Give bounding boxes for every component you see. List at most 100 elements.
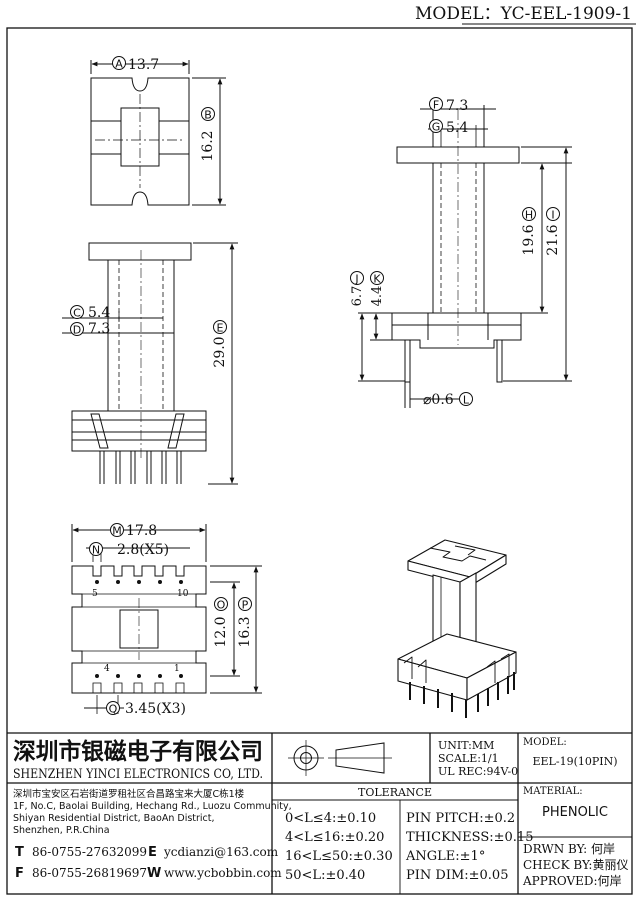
svg-text:J: J xyxy=(354,273,358,286)
tolerance-left-1: 0<L≤4:±0.10 xyxy=(285,811,376,826)
top-view xyxy=(90,60,226,206)
svg-text:16.2: 16.2 xyxy=(200,130,216,161)
svg-text:F: F xyxy=(15,866,24,881)
svg-text:F: F xyxy=(433,99,439,112)
svg-text:6.7: 6.7 xyxy=(350,286,365,307)
svg-text:D: D xyxy=(73,324,81,337)
svg-text:Q: Q xyxy=(109,703,118,716)
approved-by: APPROVED:何岸 xyxy=(522,874,622,888)
svg-text:W: W xyxy=(147,866,161,881)
dim-c: C 5.4 xyxy=(70,305,110,321)
svg-text:7.3: 7.3 xyxy=(88,321,110,337)
drawn-by: DRWN BY: 何岸 xyxy=(523,842,615,856)
company-name-en: SHENZHEN YINCI ELECTRONICS CO, LTD. xyxy=(13,767,263,782)
contact-tel: T 86-0755-27632099 xyxy=(15,845,147,860)
dim-o: O 12.0 xyxy=(213,597,229,648)
title-block xyxy=(7,732,632,894)
pin-number-5: 5 xyxy=(92,589,98,599)
pin-number-10: 10 xyxy=(177,589,189,599)
address-line-1: 深圳市宝安区石岩街道罗租社区合昌路宝来大厦C栋1楼 xyxy=(13,788,245,800)
dim-h: H 19.6 xyxy=(521,207,537,256)
tolerance-left-2: 4<L≤16:±0.20 xyxy=(285,830,384,845)
svg-text:A: A xyxy=(115,58,123,71)
svg-text:I: I xyxy=(551,209,554,222)
dim-g: G 5.4 xyxy=(429,119,468,136)
svg-text:P: P xyxy=(242,599,249,612)
svg-text:12.0: 12.0 xyxy=(213,616,229,647)
contact-email: E ycdianzi@163.com xyxy=(148,845,279,860)
ul-rec-label: UL REC:94V-0 xyxy=(438,765,518,778)
svg-text:H: H xyxy=(525,209,533,222)
tolerance-right-3: ANGLE:±1° xyxy=(405,849,485,864)
svg-text:G: G xyxy=(432,121,441,134)
tolerance-left-3: 16<L≤50:±0.30 xyxy=(285,849,393,864)
model-label: MODEL: xyxy=(523,737,567,748)
model-header: MODEL：YC-EEL-1909-1 xyxy=(415,4,632,24)
tolerance-right-4: PIN DIM:±0.05 xyxy=(406,868,508,883)
address-line-2: 1F, No.C, Baolai Building, Hechang Rd., … xyxy=(13,801,292,812)
svg-text:2.8(X5): 2.8(X5) xyxy=(117,542,169,558)
svg-text:86-0755-26819697: 86-0755-26819697 xyxy=(32,866,147,880)
dim-f: F 7.3 xyxy=(429,97,468,114)
svg-text:17.8: 17.8 xyxy=(126,523,157,539)
scale-label: SCALE:1/1 xyxy=(438,752,499,765)
isometric-view xyxy=(397,539,517,718)
svg-text:86-0755-27632099: 86-0755-27632099 xyxy=(32,845,147,859)
svg-text:N: N xyxy=(92,544,100,557)
dim-a: A 13.7 xyxy=(112,56,159,73)
tolerance-title: TOLERANCE xyxy=(358,786,432,799)
front-view xyxy=(62,242,238,485)
svg-text:T: T xyxy=(15,845,24,860)
svg-text:29.0: 29.0 xyxy=(212,336,228,367)
tolerance-right-1: PIN PITCH:±0.2 xyxy=(406,811,515,826)
pin-number-1: 1 xyxy=(174,664,180,674)
svg-text:E: E xyxy=(148,845,157,860)
svg-text:4.4: 4.4 xyxy=(370,286,385,307)
address-line-3: Shiyan Residential District, BaoAn Distr… xyxy=(13,813,215,824)
svg-text:16.3: 16.3 xyxy=(237,616,253,647)
company-name-cn: 深圳市银磁电子有限公司 xyxy=(13,738,263,765)
dim-p: P 16.3 xyxy=(237,597,253,648)
dim-i: I 21.6 xyxy=(545,207,561,256)
unit-label: UNIT:MM xyxy=(438,739,494,752)
svg-text:B: B xyxy=(204,109,212,122)
svg-text:L: L xyxy=(463,394,470,407)
model-value: EEL-19(10PIN) xyxy=(532,755,617,768)
svg-text:5.4: 5.4 xyxy=(88,305,110,321)
svg-text:21.6: 21.6 xyxy=(545,224,561,255)
dim-n: N 2.8(X5) xyxy=(89,542,169,558)
svg-text:O: O xyxy=(217,599,226,612)
svg-text:C: C xyxy=(73,307,81,320)
svg-text:www.ycbobbin.com: www.ycbobbin.com xyxy=(164,866,282,880)
svg-text:3.45(X3): 3.45(X3) xyxy=(125,701,186,717)
contact-web: W www.ycbobbin.com xyxy=(147,866,282,881)
dim-m: M 17.8 xyxy=(110,523,157,539)
svg-text:ycdianzi@163.com: ycdianzi@163.com xyxy=(163,845,279,859)
material-label: MATERIAL: xyxy=(523,786,583,797)
dim-b: B 16.2 xyxy=(200,107,216,162)
svg-text:⌀0.6: ⌀0.6 xyxy=(423,392,454,408)
material-value: PHENOLIC xyxy=(542,805,608,820)
svg-text:E: E xyxy=(217,322,224,335)
dim-l: ⌀0.6 L xyxy=(423,392,473,408)
tolerance-right-2: THICKNESS:±0.15 xyxy=(406,830,533,845)
dim-d: D 7.3 xyxy=(70,321,110,337)
dim-j: J 6.7 xyxy=(350,271,365,307)
drawing-frame xyxy=(6,27,633,895)
bottom-view xyxy=(71,524,262,714)
address-line-4: Shenzhen, P.R.China xyxy=(13,825,110,836)
dim-q: Q 3.45(X3) xyxy=(106,701,186,717)
svg-text:19.6: 19.6 xyxy=(521,224,537,255)
check-by: CHECK BY:黄丽仪 xyxy=(523,858,628,872)
svg-text:13.7: 13.7 xyxy=(128,57,159,73)
dim-k: K 4.4 xyxy=(370,271,385,307)
contact-fax: F 86-0755-26819697 xyxy=(15,866,147,881)
side-view xyxy=(358,105,572,408)
svg-text:K: K xyxy=(373,273,381,286)
dim-e: E 29.0 xyxy=(212,320,228,368)
pin-number-4: 4 xyxy=(104,664,110,674)
svg-text:M: M xyxy=(112,525,122,538)
svg-text:7.3: 7.3 xyxy=(446,98,468,114)
svg-text:5.4: 5.4 xyxy=(446,120,468,136)
